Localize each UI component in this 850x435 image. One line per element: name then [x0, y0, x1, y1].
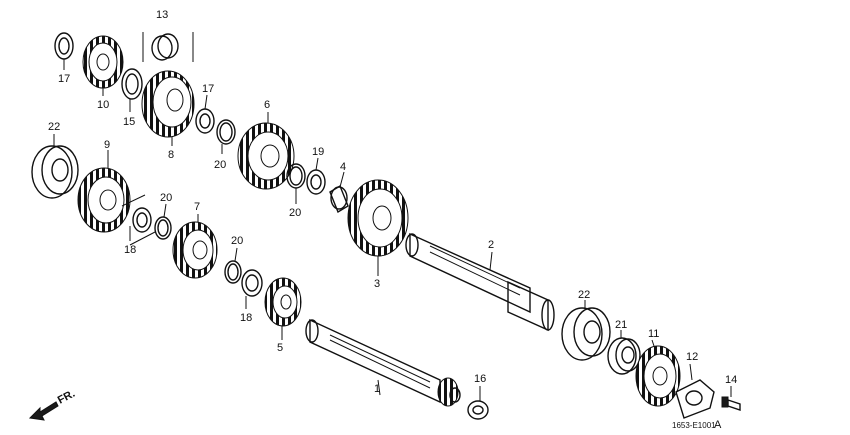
front-direction-indicator: FR. [28, 388, 77, 421]
part-20-circlip-lower [224, 260, 242, 284]
callout-6: 6 [264, 99, 270, 111]
part-10-gear [82, 35, 124, 89]
callout-22-right: 22 [578, 289, 590, 301]
callout-2: 2 [488, 239, 494, 251]
front-arrow-icon [28, 401, 59, 421]
part-18-washer-lower [241, 269, 263, 297]
callout-20-upper: 20 [214, 159, 226, 171]
part-20-circlip-left [154, 216, 172, 240]
part-6-gear [237, 122, 295, 190]
part-8-gear [141, 70, 195, 138]
callout-13: 13 [156, 9, 168, 21]
part-16-washer [467, 400, 489, 420]
part-20-circlip-middle [286, 163, 306, 189]
part-20-circlip-upper [216, 119, 236, 145]
part-11-drive-sprocket [635, 345, 681, 407]
part-22-bearing-left [31, 145, 79, 199]
callout-18-upper: 17 [202, 83, 214, 95]
callout-3: 3 [374, 278, 380, 290]
callout-11: 11 [648, 328, 659, 340]
callout-18-lower: 18 [240, 312, 252, 324]
direction-label: FR. [56, 388, 77, 407]
callout-21: 21 [615, 319, 627, 331]
part-13-bushing [142, 32, 194, 62]
callout-10: 10 [97, 99, 109, 111]
callout-22-left: 22 [48, 121, 60, 133]
figure-code: 1653-E1001 [672, 421, 716, 430]
part-4-bushing [329, 184, 349, 214]
part-3-gear [347, 179, 409, 257]
part-12-fixing-plate [675, 379, 715, 419]
part-1-mainshaft [305, 318, 461, 407]
callout-7: 7 [194, 201, 200, 213]
callout-4: 4 [340, 161, 346, 173]
callout-20-left: 20 [160, 192, 172, 204]
callout-20-middle: 20 [289, 207, 301, 219]
callout-8: 8 [168, 149, 174, 161]
callout-12: 12 [686, 351, 698, 363]
callout-17: 17 [58, 73, 70, 85]
part-22-bearing-right [561, 307, 611, 361]
part-17-washer [54, 32, 74, 60]
part-21-oil-seal [607, 337, 641, 375]
callout-9: 9 [104, 139, 110, 151]
callout-14: 14 [725, 374, 737, 386]
part-18-washer-boxed [121, 194, 156, 246]
callout-18-boxed: 18 [124, 244, 136, 256]
part-2-countershaft [405, 232, 555, 332]
callout-1: 1 [374, 383, 380, 395]
callout-19: 19 [312, 146, 324, 158]
callout-5: 5 [277, 342, 283, 354]
part-7-gear [172, 221, 218, 279]
part-5-gear [264, 277, 302, 327]
callout-20-lower: 20 [231, 235, 243, 247]
part-19-washer [306, 169, 326, 195]
part-9-gear [77, 167, 131, 233]
part-15-washer [121, 68, 143, 100]
part-18-washer-upper [195, 108, 215, 134]
callout-labels: 17 10 13 15 8 17 20 6 20 19 4 3 22 9 20 … [48, 9, 737, 395]
callout-15: 15 [123, 116, 135, 128]
callout-16: 16 [474, 373, 486, 385]
leader-lines [53, 59, 732, 401]
part-14-bolt [721, 396, 741, 411]
figure-suffix: A [714, 419, 722, 431]
